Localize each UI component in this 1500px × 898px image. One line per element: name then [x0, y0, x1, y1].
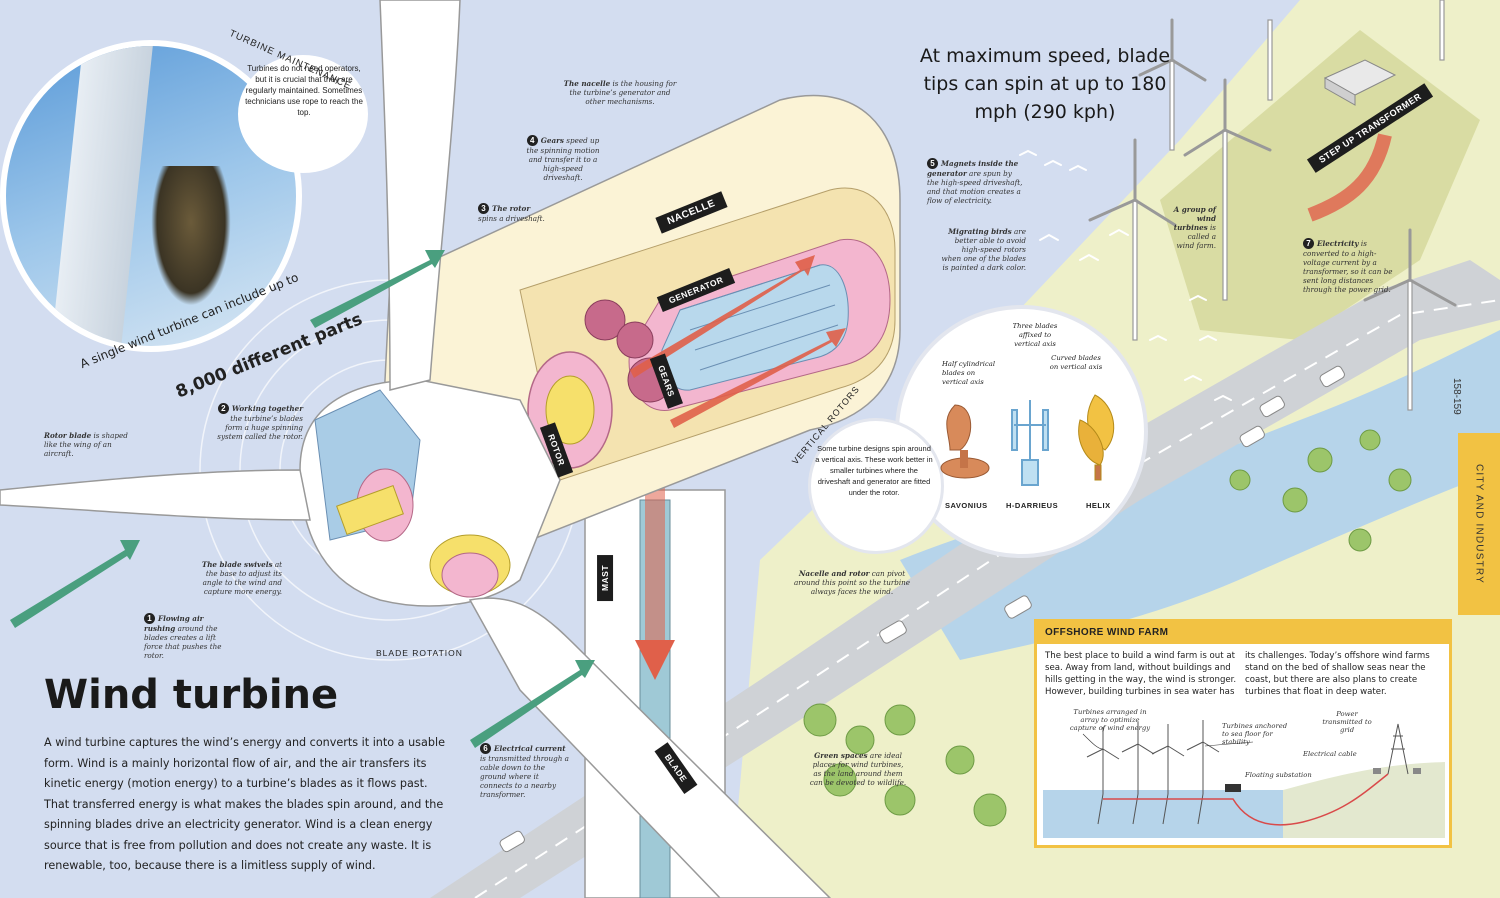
- mast-label: MAST: [597, 554, 614, 602]
- pivot-note: Nacelle and rotor can pivot around this …: [793, 569, 911, 596]
- maintenance-photo-frame: [0, 40, 302, 352]
- section-tab[interactable]: CITY AND INDUSTRY: [1458, 433, 1500, 615]
- technician-photo: [151, 166, 231, 306]
- h-darrieus-rotor: [1011, 400, 1049, 486]
- anchored-label: Turbines anchored to sea floor for stabi…: [1222, 722, 1288, 746]
- sea: [1043, 790, 1303, 838]
- river: [900, 330, 1500, 660]
- maintenance-text: Turbines do not need operators, but it i…: [245, 64, 363, 117]
- blade-left: [0, 469, 311, 521]
- wind-farm-note: A group of wind turbines is called a win…: [1173, 205, 1216, 250]
- intro-paragraph: A wind turbine captures the wind’s energ…: [44, 736, 445, 872]
- helix-rotor: [1078, 394, 1115, 481]
- section-tab-label: CITY AND INDUSTRY: [1473, 463, 1485, 585]
- blade-bottom: [468, 597, 832, 898]
- floating-substation: [1225, 784, 1241, 792]
- background-turbines: [1132, 0, 1445, 411]
- blade-rotation-label: BLADE ROTATION: [376, 648, 463, 658]
- blade-swivel-note: The blade swivels at the base to adjust …: [201, 560, 282, 596]
- birds-note: Migrating birds are better able to avoid…: [941, 227, 1027, 272]
- offshore-col2: its challenges. Today’s offshore wind fa…: [1245, 651, 1430, 697]
- page-title: Wind turbine: [44, 672, 339, 718]
- curved-blades-label: Curved blades on vertical axis: [1049, 354, 1103, 371]
- floating-label: Floating substation: [1245, 771, 1312, 779]
- blade-top: [379, 0, 461, 391]
- half-cylindrical-label: Half cylindrical blades on vertical axis: [942, 360, 996, 386]
- migrating-birds: [1019, 149, 1232, 401]
- pylon: [1387, 723, 1409, 775]
- cable-label: Electrical cable: [1303, 750, 1357, 758]
- electrical-cable: [1103, 773, 1389, 826]
- vertical-description: Some turbine designs spin around a verti…: [815, 444, 933, 497]
- rotor-blade-note: Rotor blade is shaped like the wing of a…: [44, 431, 128, 458]
- vertical-rotors-panel: [895, 305, 1148, 558]
- helix-label: HELIX: [1086, 501, 1111, 510]
- power-label: Power transmitted to grid: [1322, 710, 1372, 734]
- savonius-label: SAVONIUS: [945, 501, 988, 510]
- h-darrieus-label: H-DARRIEUS: [1006, 501, 1059, 510]
- offshore-diagram: [1043, 720, 1445, 838]
- maintenance-bubble: [238, 55, 368, 173]
- three-blades-label: Three blades affixed to vertical axis: [1012, 322, 1058, 348]
- background-turbine-blades: [1088, 18, 1457, 307]
- offshore-col1: The best place to build a wind farm is o…: [1045, 651, 1237, 697]
- nacelle-note: The nacelle is the housing for the turbi…: [563, 79, 677, 106]
- energy-arrows: [630, 255, 846, 428]
- vertical-rotor-drawings: [940, 394, 1115, 486]
- speed-fact: At maximum speed, blade tips can spin at…: [919, 45, 1171, 123]
- vertical-rotors-inner: [808, 418, 944, 554]
- array-label: Turbines arranged in array to optimize c…: [1069, 708, 1151, 732]
- airflow-arrows: [10, 250, 595, 748]
- page-numbers: 158-159: [1451, 378, 1462, 415]
- turbine-tower-photo: [49, 46, 153, 346]
- green-spaces-note: Green spaces are ideal places for wind t…: [809, 751, 907, 787]
- mast-cable-arrow: [645, 480, 665, 660]
- savonius-rotor: [940, 404, 990, 479]
- cars: [499, 365, 1345, 853]
- coast: [1283, 762, 1445, 838]
- trees: [803, 429, 1412, 827]
- generator-drawing: [628, 238, 891, 411]
- offshore-heading: OFFSHORE WIND FARM: [1037, 622, 1449, 644]
- offshore-panel: OFFSHORE WIND FARM The best place to bui…: [1034, 619, 1452, 848]
- offshore-turbines: [1086, 720, 1220, 825]
- transformer-arrow: [1307, 133, 1392, 222]
